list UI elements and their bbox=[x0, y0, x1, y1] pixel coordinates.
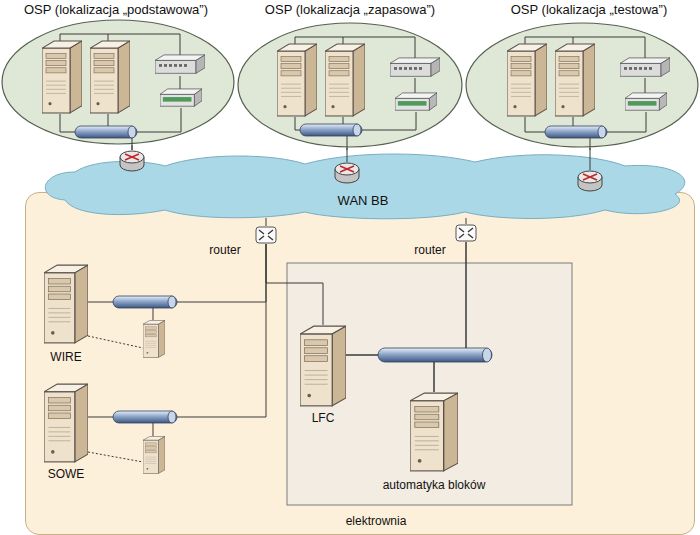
site-ellipse: OSP (lokalizacja „testowa”) bbox=[465, 0, 700, 148]
server-icon bbox=[44, 384, 88, 462]
router-body bbox=[456, 225, 476, 241]
ellipse-outline bbox=[237, 0, 463, 148]
network-link bbox=[132, 145, 133, 150]
node-label: automatyka bloków bbox=[354, 478, 514, 493]
router-box: router bbox=[255, 226, 277, 244]
site-ellipse-shape bbox=[2, 20, 234, 144]
node-label: router bbox=[400, 243, 460, 258]
server-icon bbox=[300, 326, 346, 406]
node-label: OSP (lokalizacja „podstawowa”) bbox=[0, 2, 234, 17]
ellipse-outline bbox=[465, 0, 700, 148]
server-icon bbox=[410, 393, 458, 471]
ellipse-outline bbox=[0, 0, 237, 145]
server-node: automatyka bloków bbox=[410, 392, 458, 472]
cloud-shape bbox=[45, 154, 685, 219]
network-link bbox=[590, 148, 591, 150]
node-label: elektrownia bbox=[296, 514, 456, 529]
server-outline bbox=[300, 325, 346, 407]
network-link bbox=[347, 148, 348, 150]
plant-area: elektrowniarouterrouterWIRESOWELFCautoma… bbox=[25, 192, 695, 535]
server-icon bbox=[44, 265, 88, 343]
node-label: LFC bbox=[283, 411, 363, 426]
node-label: OSP (lokalizacja „zapasowa”) bbox=[237, 2, 463, 17]
router-box: router bbox=[455, 224, 477, 242]
server-node: WIRE bbox=[44, 264, 88, 344]
node-label: WAN BB bbox=[303, 193, 423, 208]
server-node: LFC bbox=[300, 325, 346, 407]
node-label: WIRE bbox=[26, 350, 106, 365]
server-outline bbox=[410, 392, 458, 472]
router-arrows bbox=[259, 230, 273, 240]
router-outline bbox=[455, 224, 477, 242]
wan-cloud: WAN BB bbox=[35, 150, 690, 218]
site-ellipse-shape bbox=[466, 23, 698, 147]
server-node: SOWE bbox=[44, 383, 88, 463]
router-arrows bbox=[459, 228, 473, 238]
router-body bbox=[256, 227, 276, 243]
node-label: router bbox=[195, 243, 255, 258]
server-outline bbox=[44, 264, 88, 344]
site-ellipse: OSP (lokalizacja „podstawowa”) bbox=[0, 0, 237, 145]
router-outline bbox=[255, 226, 277, 244]
site-ellipse: OSP (lokalizacja „zapasowa”) bbox=[237, 0, 463, 148]
node-label: OSP (lokalizacja „testowa”) bbox=[474, 2, 700, 17]
site-ellipse-shape bbox=[238, 23, 462, 147]
server-outline bbox=[44, 383, 88, 463]
node-label: SOWE bbox=[26, 467, 106, 482]
